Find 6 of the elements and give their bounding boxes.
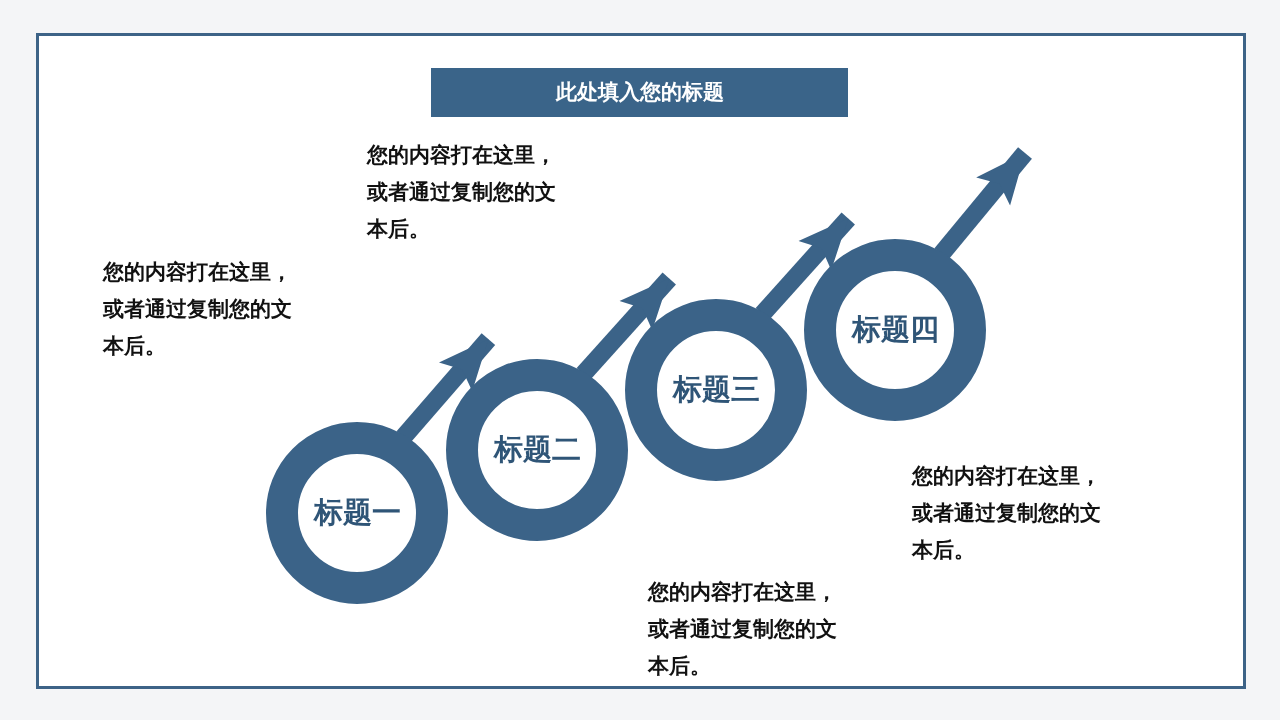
body-text: 您的内容打在这里，或者通过复制您的文本后。: [367, 142, 557, 243]
body-text: 您的内容打在这里，或者通过复制您的文本后。: [648, 579, 838, 680]
body-text: 您的内容打在这里，或者通过复制您的文本后。: [103, 259, 293, 360]
title-banner: 此处填入您的标题: [431, 68, 848, 117]
arrow: [934, 147, 1032, 260]
body-text: 您的内容打在这里，或者通过复制您的文本后。: [912, 463, 1102, 564]
